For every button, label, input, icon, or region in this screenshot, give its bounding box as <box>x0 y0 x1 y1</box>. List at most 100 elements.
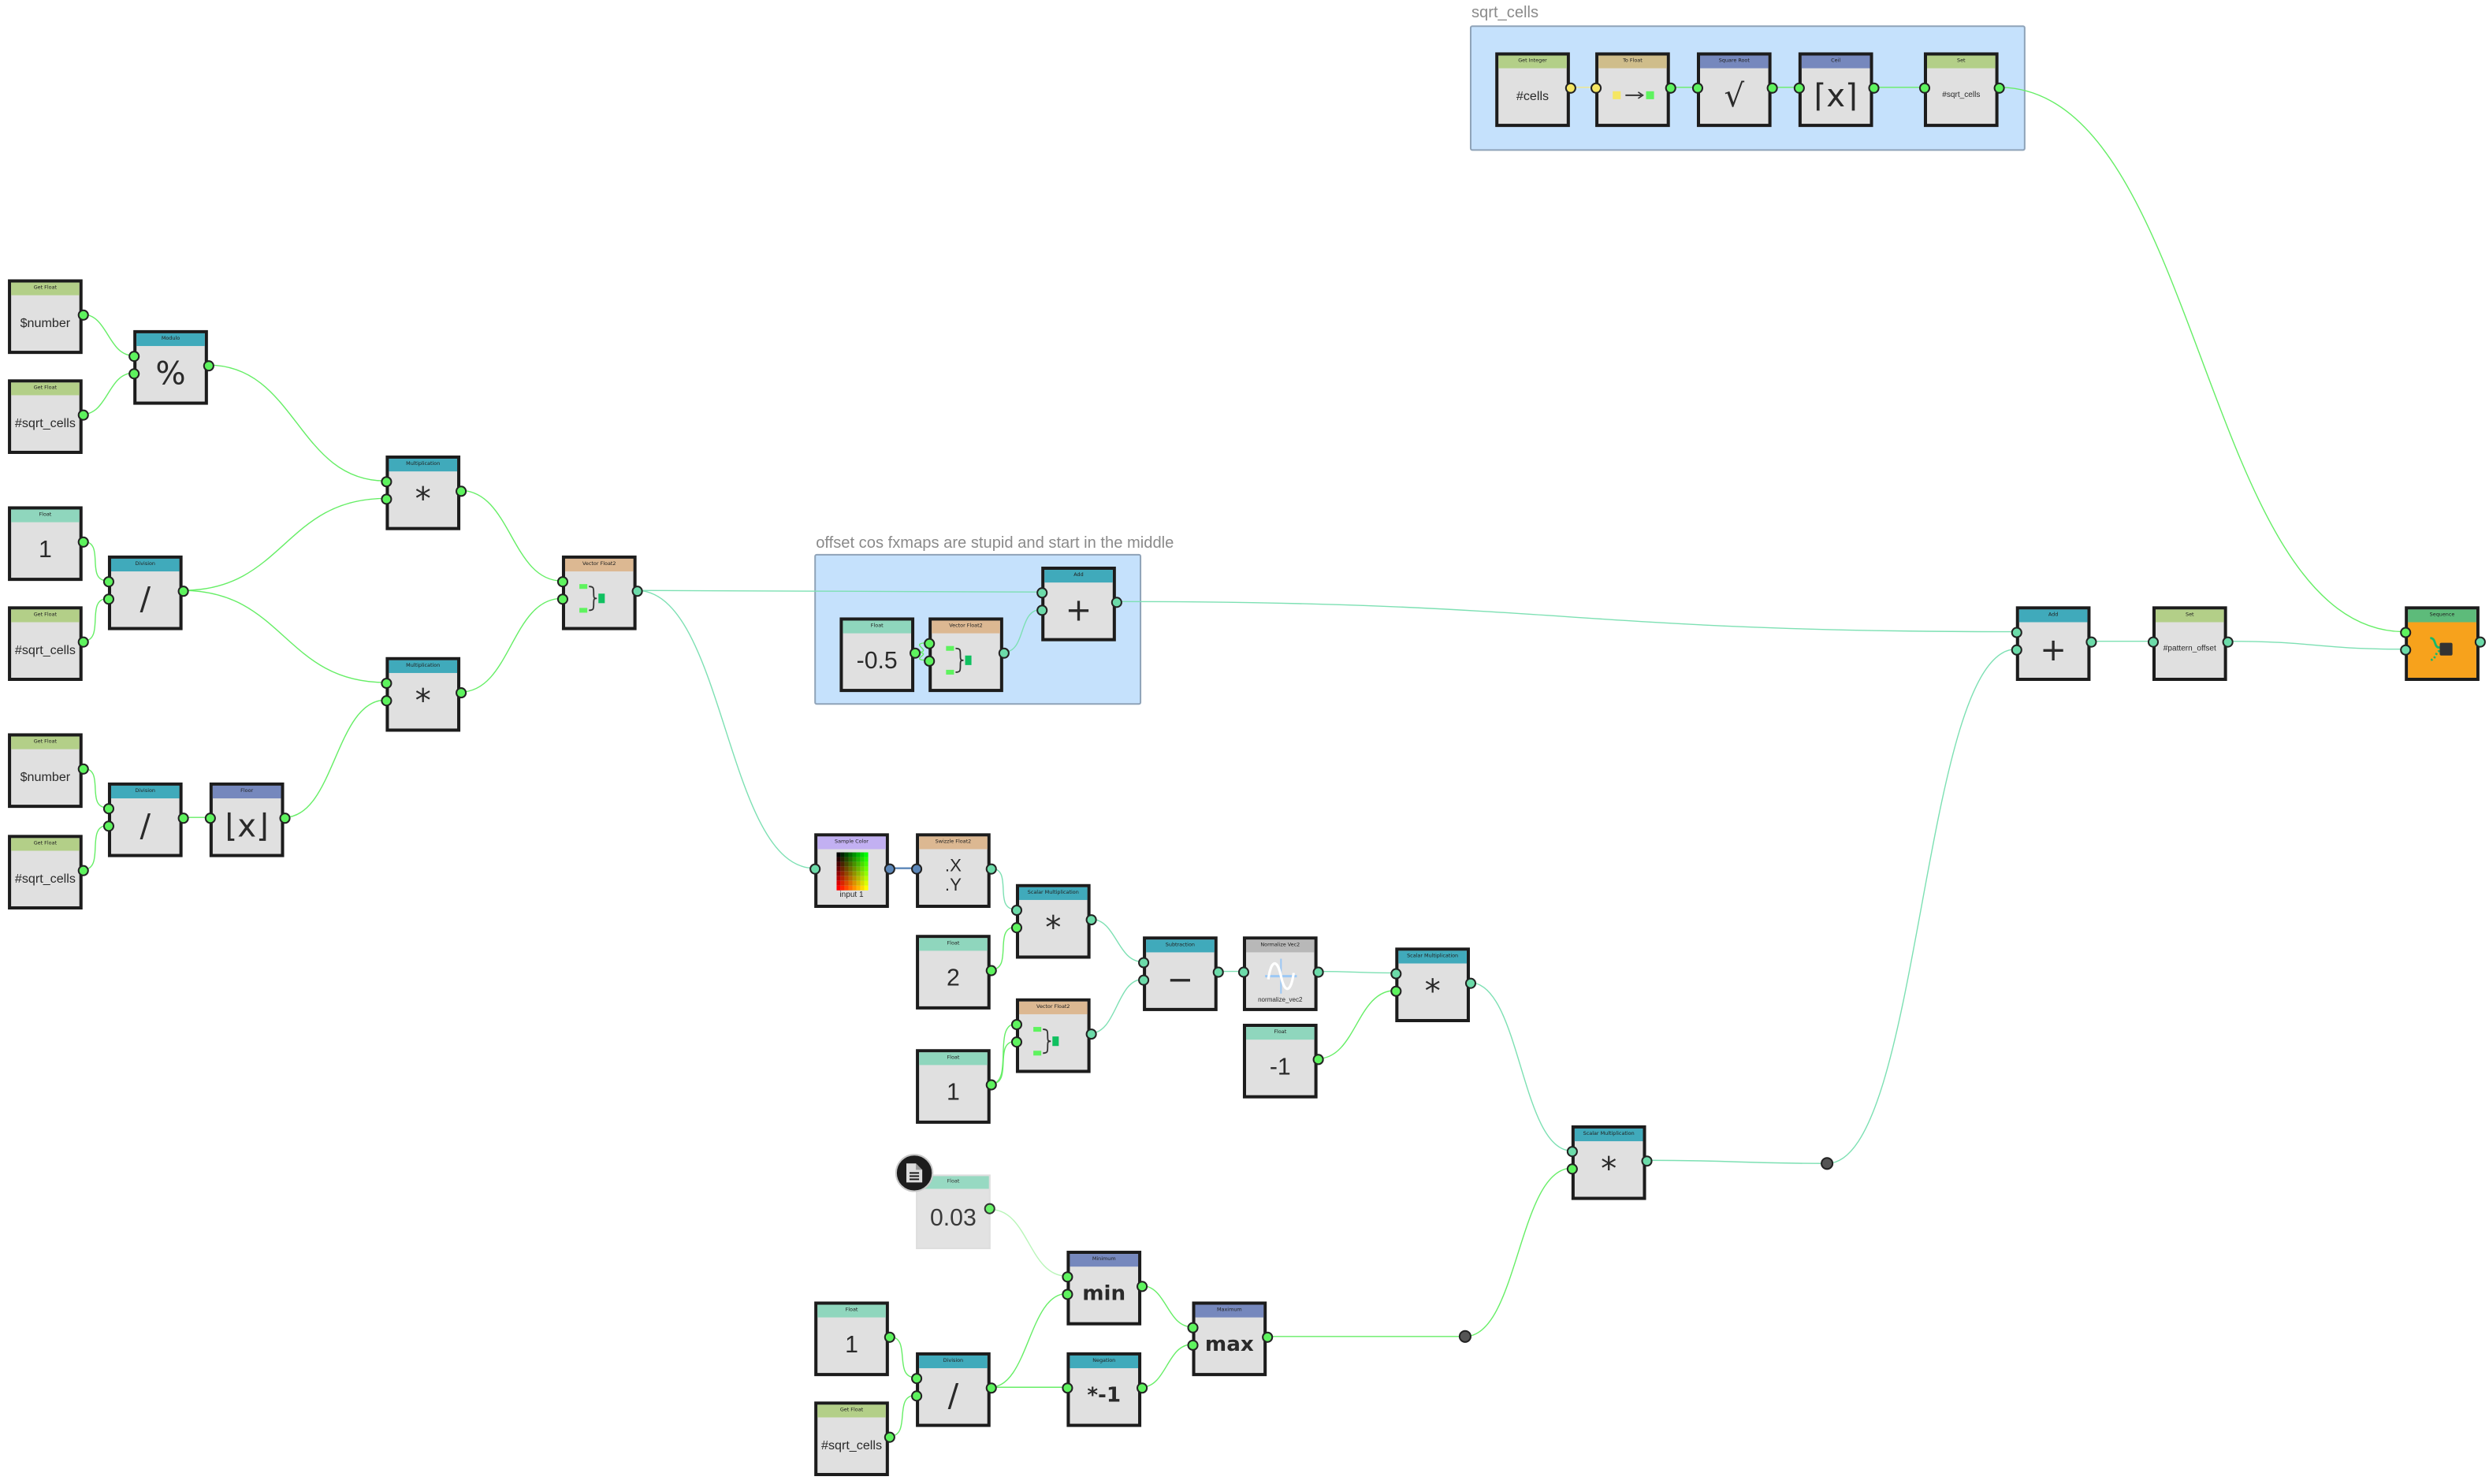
output-port[interactable] <box>2221 635 2233 647</box>
output-port[interactable] <box>984 964 996 976</box>
output-port[interactable] <box>883 862 895 874</box>
output-port[interactable] <box>76 308 88 320</box>
input-port[interactable] <box>102 802 114 814</box>
input-port[interactable] <box>2399 626 2411 638</box>
node-set-po[interactable]: Set#pattern_offset <box>2146 606 2233 682</box>
output-port[interactable] <box>76 762 88 774</box>
output-port[interactable] <box>1136 1382 1148 1393</box>
node-vf3[interactable]: Vector Float2 <box>1010 998 1096 1073</box>
input-port[interactable] <box>923 637 935 649</box>
node-div2[interactable]: Division/ <box>102 782 188 857</box>
input-port[interactable] <box>1237 965 1249 977</box>
reroute-dot[interactable] <box>1458 1330 1471 1343</box>
output-port[interactable] <box>76 864 88 876</box>
input-port[interactable] <box>1061 1270 1073 1282</box>
note-icon[interactable] <box>895 1154 934 1192</box>
output-port[interactable] <box>984 1078 996 1090</box>
input-port[interactable] <box>380 493 392 504</box>
output-port[interactable] <box>278 812 290 824</box>
input-port[interactable] <box>1590 81 1602 93</box>
output-port[interactable] <box>76 635 88 647</box>
input-port[interactable] <box>1186 1338 1198 1350</box>
input-port[interactable] <box>556 575 568 587</box>
input-port[interactable] <box>380 475 392 487</box>
input-port[interactable] <box>910 1372 922 1384</box>
node-gf-sc4[interactable]: Get Float#sqrt_cells <box>814 1401 895 1477</box>
input-port[interactable] <box>2010 626 2022 638</box>
input-port[interactable] <box>556 593 568 604</box>
output-port[interactable] <box>1261 1330 1273 1342</box>
node-sqrt[interactable]: Square Root√ <box>1691 52 1777 128</box>
node-set-sqrt[interactable]: Set#sqrt_cells <box>1918 52 2004 128</box>
node-gf-num2[interactable]: Get Float$number <box>8 733 88 809</box>
input-port[interactable] <box>923 654 935 666</box>
output-port[interactable] <box>1085 1028 1096 1040</box>
output-port[interactable] <box>631 585 642 597</box>
output-port[interactable] <box>2473 635 2485 647</box>
node-neg[interactable]: Negation*-1 <box>1061 1352 1148 1427</box>
output-port[interactable] <box>1992 81 2004 93</box>
output-port[interactable] <box>1464 976 1476 988</box>
input-port[interactable] <box>380 694 392 706</box>
input-port[interactable] <box>1565 1145 1577 1157</box>
input-port[interactable] <box>1010 1036 1022 1047</box>
node-gf-sc3[interactable]: Get Float#sqrt_cells <box>8 835 88 910</box>
output-port[interactable] <box>2085 635 2096 647</box>
output-port[interactable] <box>1085 913 1096 925</box>
input-port[interactable] <box>2399 643 2411 655</box>
node-smul2[interactable]: Scalar Multiplication* <box>1390 947 1476 1023</box>
reroute-dot[interactable] <box>1821 1157 1834 1170</box>
input-port[interactable] <box>1010 921 1022 933</box>
node-div3[interactable]: Division/ <box>910 1352 996 1427</box>
output-port[interactable] <box>883 1330 895 1342</box>
input-port[interactable] <box>380 676 392 689</box>
input-port[interactable] <box>1390 984 1401 996</box>
output-port[interactable] <box>1664 81 1676 93</box>
output-port[interactable] <box>76 535 88 547</box>
input-port[interactable] <box>1918 81 1930 93</box>
input-port[interactable] <box>2146 635 2159 647</box>
output-port[interactable] <box>1564 81 1576 93</box>
input-port[interactable] <box>1565 1162 1577 1174</box>
node-tofloat[interactable]: To Float <box>1590 52 1676 128</box>
node-vf2[interactable]: Vector Float2 <box>923 617 1009 693</box>
node-smul1[interactable]: Scalar Multiplication* <box>1010 883 1096 959</box>
input-port[interactable] <box>809 862 820 874</box>
input-port[interactable] <box>1186 1321 1198 1333</box>
input-port[interactable] <box>102 593 114 604</box>
output-port[interactable] <box>909 646 921 658</box>
output-port[interactable] <box>202 359 214 371</box>
input-port[interactable] <box>203 812 215 824</box>
node-div1[interactable]: Division/ <box>102 555 188 630</box>
output-port[interactable] <box>984 862 996 874</box>
input-port[interactable] <box>1061 1288 1073 1300</box>
output-port[interactable] <box>1640 1155 1652 1166</box>
node-f-m1[interactable]: Float-1 <box>1242 1024 1323 1099</box>
input-port[interactable] <box>1137 956 1149 968</box>
input-port[interactable] <box>1010 903 1022 916</box>
input-port[interactable] <box>128 367 140 379</box>
input-port[interactable] <box>1691 81 1703 93</box>
output-port[interactable] <box>1136 1280 1148 1292</box>
node-smul3[interactable]: Scalar Multiplication* <box>1565 1125 1652 1200</box>
input-port[interactable] <box>1010 1017 1022 1030</box>
output-port[interactable] <box>997 646 1009 658</box>
node-getint[interactable]: Get Integer#cells <box>1495 52 1576 128</box>
input-port[interactable] <box>910 862 922 874</box>
node-gf-num1[interactable]: Get Float$number <box>8 279 88 355</box>
input-port[interactable] <box>1137 973 1149 985</box>
output-port[interactable] <box>1765 81 1777 93</box>
node-swz[interactable]: Swizzle Float2.X.Y <box>910 833 996 909</box>
node-mod[interactable]: Modulo% <box>128 329 214 405</box>
input-port[interactable] <box>102 575 114 587</box>
output-port[interactable] <box>1110 596 1122 608</box>
input-port[interactable] <box>1036 586 1047 598</box>
